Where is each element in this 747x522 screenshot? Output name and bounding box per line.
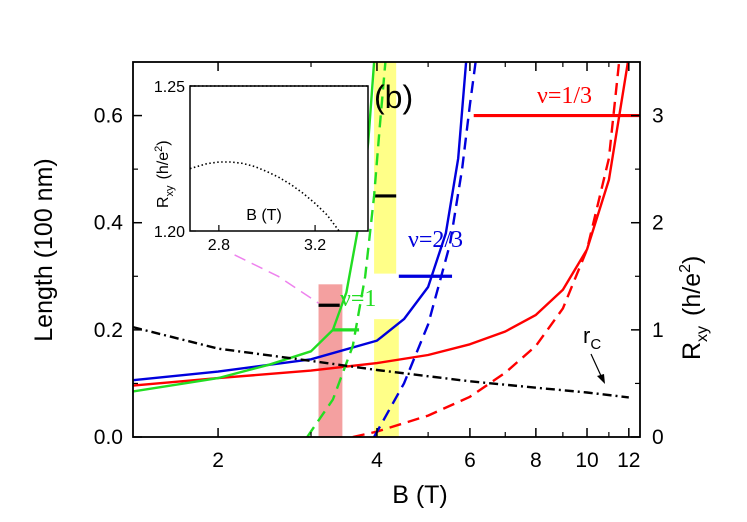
y-right-tick-label: 3 bbox=[652, 105, 664, 128]
x-tick-label: 2 bbox=[212, 449, 224, 472]
y-left-axis-title: Length (100 nm) bbox=[30, 158, 58, 341]
plateau-layer bbox=[318, 113, 640, 332]
band-yellow_band_high bbox=[374, 62, 397, 274]
series-blue_dashed bbox=[373, 62, 477, 437]
inset-layer: 2.8 3.2 1.20 1.25 bbox=[154, 79, 368, 254]
svg-text:Rxy(h/e2): Rxy(h/e2) bbox=[153, 140, 176, 208]
inset-y-title-sub: xy bbox=[164, 185, 176, 197]
label-rc-sub: C bbox=[590, 336, 601, 353]
y-right-title-sup: 2 bbox=[677, 264, 694, 273]
y-left-tick-label: 0.4 bbox=[94, 212, 124, 235]
y-left-tick-label: 0.2 bbox=[94, 319, 123, 342]
y-right-tick-label: 0 bbox=[652, 426, 664, 449]
inset-y-tick-label: 1.25 bbox=[154, 79, 185, 96]
inset-y-title-R: R bbox=[155, 196, 172, 208]
rc-arrow-line bbox=[590, 353, 603, 379]
inset-series bbox=[190, 161, 340, 231]
inset-x-tick-label: 3.2 bbox=[304, 237, 326, 254]
y-right-axis-title: Rxy(h/e2) bbox=[677, 256, 711, 360]
plot-frame bbox=[132, 61, 641, 438]
curves-layer bbox=[133, 62, 630, 437]
y-right-tick-label: 2 bbox=[652, 212, 664, 235]
x-tick-label: 12 bbox=[617, 449, 640, 472]
x-tick-label: 8 bbox=[530, 449, 542, 472]
inset-y-title-sup: 2 bbox=[153, 146, 165, 152]
inset-y-title: Rxy(h/e2) bbox=[153, 140, 176, 208]
y-right-title-unit: (h/e bbox=[678, 273, 706, 316]
inset-y-title-unit: (h/e bbox=[155, 152, 172, 180]
x-axis-title: B (T) bbox=[392, 481, 448, 509]
y-right-tick-label: 1 bbox=[652, 319, 664, 342]
rc-arrow-head bbox=[597, 374, 605, 384]
band-yellow_band_low bbox=[374, 319, 399, 437]
svg-text:Rxy(h/e2): Rxy(h/e2) bbox=[677, 256, 711, 360]
inset-x-title: B (T) bbox=[246, 207, 282, 224]
series-blue_solid bbox=[133, 62, 468, 382]
y-right-title-sub: xy bbox=[694, 326, 711, 342]
inset-x-tick-label: 2.8 bbox=[208, 237, 230, 254]
y-left-tick-label: 0.6 bbox=[94, 105, 123, 128]
label-rc: rC bbox=[583, 323, 601, 353]
x-tick-label: 4 bbox=[371, 449, 383, 472]
label-rc-main: r bbox=[583, 323, 590, 348]
series-red_dashed bbox=[352, 62, 621, 437]
y-right-title-R: R bbox=[678, 342, 706, 360]
label-nu23: ν=2/3 bbox=[408, 227, 463, 253]
label-nu1: ν=1 bbox=[340, 286, 376, 312]
y-left-tick-label: 0.0 bbox=[94, 426, 123, 449]
panel-label: (b) bbox=[374, 79, 413, 115]
label-nu13: ν=1/3 bbox=[537, 83, 592, 109]
series-red_solid bbox=[133, 62, 630, 387]
inset-frame bbox=[189, 85, 369, 232]
inset-y-tick-label: 1.20 bbox=[154, 224, 185, 241]
series-green_dashed bbox=[306, 62, 387, 437]
x-tick-label: 10 bbox=[575, 449, 598, 472]
series-pink_dashed bbox=[234, 254, 319, 304]
x-tick-label: 6 bbox=[464, 449, 476, 472]
series-rc bbox=[133, 326, 629, 399]
